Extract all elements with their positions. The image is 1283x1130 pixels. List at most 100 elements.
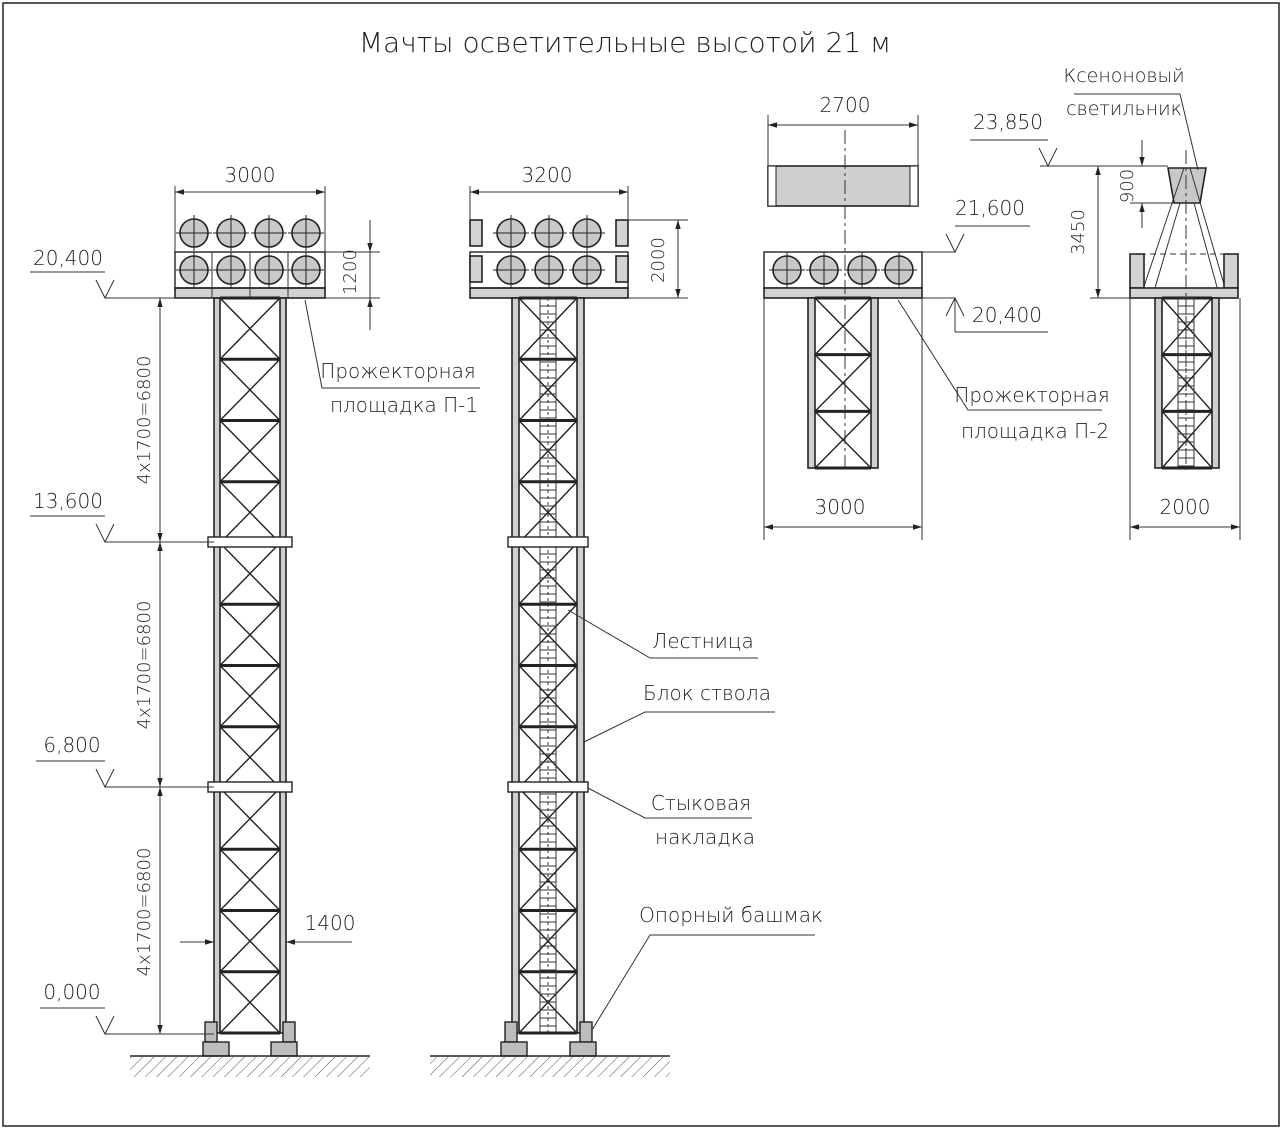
floodlight-lamps <box>769 252 917 288</box>
footing-block <box>500 1041 528 1057</box>
truss-brace <box>219 726 281 789</box>
truss-brace <box>219 297 281 360</box>
xenon-light-view: 2000 900 3450 23,850 Ксеноновый светильн… <box>970 65 1241 540</box>
truss-brace <box>219 420 281 483</box>
truss-brace <box>1161 297 1213 356</box>
truss-brace <box>518 787 578 850</box>
dim-trunk-width: 2000 <box>1160 495 1211 519</box>
dim-platform-width: 3000 <box>225 163 276 187</box>
truss-brace <box>219 542 281 605</box>
callout-xenon-line1: Ксеноновый <box>1063 65 1184 87</box>
support-shoe <box>504 1021 518 1043</box>
dim-lamp-height: 900 <box>1117 169 1138 203</box>
callout-platform-p1-line2: площадка П-1 <box>330 393 478 417</box>
elevation-0: 0,000 <box>40 980 214 1036</box>
truss-brace <box>219 787 281 850</box>
svg-text:20,400: 20,400 <box>33 246 103 270</box>
callout-ladder: Лестница <box>652 629 753 653</box>
mast-leg-left <box>213 297 221 1034</box>
footing-block <box>202 1041 230 1057</box>
truss-brace <box>518 542 578 605</box>
elevation-23850: 23,850 <box>970 110 1058 168</box>
floodlight-lamps <box>176 215 324 288</box>
mast-lattice <box>814 296 872 470</box>
floodlight-platform-p1 <box>174 215 326 299</box>
dim-lamp-total-height: 3450 <box>1068 209 1089 255</box>
platform-screen <box>767 165 919 207</box>
mast-leg-right <box>279 297 287 1034</box>
truss-brace <box>518 420 578 483</box>
dim-screen-width: 2700 <box>820 93 871 117</box>
elevation-6800: 6,800 <box>36 733 214 789</box>
truss-brace <box>219 481 281 544</box>
dim-segment-3: 4x1700=6800 <box>134 848 155 977</box>
mast-leg-right <box>576 297 585 1034</box>
ground-hatch <box>130 1057 370 1077</box>
support-shoe <box>204 1021 218 1043</box>
truss-brace <box>814 297 872 356</box>
floodlight-lamps <box>493 215 605 288</box>
support-shoe <box>282 1021 296 1043</box>
joint-plate <box>207 781 293 793</box>
mast-2-dimensions: 3200 2000 Лестница Блок ствола Стыковая … <box>469 163 823 1031</box>
elevation-13600: 13,600 <box>30 489 214 544</box>
floodlight-platform-front <box>469 215 629 299</box>
svg-text:20,400: 20,400 <box>972 303 1042 327</box>
truss-brace <box>1161 410 1213 469</box>
truss-brace <box>219 848 281 911</box>
callout-joint-plate-line1: Стыковая <box>651 791 751 815</box>
dim-segment-2: 4x1700=6800 <box>134 601 155 730</box>
elevation-21600: 21,600 <box>922 196 1030 254</box>
mast-1 <box>130 215 370 1077</box>
mast-leg-left <box>511 297 520 1034</box>
ladder <box>539 297 557 1033</box>
svg-text:21,600: 21,600 <box>955 196 1025 220</box>
dim-trunk-width: 1400 <box>305 911 356 935</box>
mast-2 <box>430 215 670 1077</box>
elevation-20400-p2: 20,400 <box>922 296 1048 333</box>
truss-brace <box>518 848 578 911</box>
truss-brace <box>219 910 281 973</box>
dim-platform-height: 2000 <box>648 237 669 283</box>
truss-brace <box>219 971 281 1034</box>
truss-brace <box>518 726 578 789</box>
platform-p2-view: 2700 3000 21,600 20,400 Прожекторная пло… <box>763 93 1110 540</box>
mast-1-dimensions: 3000 1200 20,400 13,600 6,800 <box>30 163 480 1036</box>
ground-hatch <box>430 1057 670 1077</box>
footing-block <box>270 1041 298 1057</box>
callout-platform-p1-line1: Прожекторная <box>320 359 475 383</box>
truss-brace <box>219 665 281 728</box>
truss-brace <box>814 410 872 469</box>
svg-text:13,600: 13,600 <box>33 489 103 513</box>
svg-text:6,800: 6,800 <box>43 733 100 757</box>
dim-platform-width: 3200 <box>522 163 573 187</box>
mast-leg-left <box>807 297 816 469</box>
truss-brace <box>814 354 872 412</box>
footing-block <box>569 1041 597 1057</box>
truss-brace <box>1161 354 1213 412</box>
dim-platform-height: 1200 <box>340 249 361 295</box>
truss-brace <box>518 481 578 544</box>
mast-leg-right <box>870 297 879 469</box>
callout-platform-p2-line1: Прожекторная <box>954 383 1109 407</box>
mast-lattice <box>219 296 281 1035</box>
dim-platform-width: 3000 <box>815 495 866 519</box>
joint-plate <box>507 781 589 793</box>
truss-brace <box>219 603 281 666</box>
svg-text:0,000: 0,000 <box>43 980 100 1004</box>
callout-support-shoe: Опорный башмак <box>639 903 823 927</box>
truss-brace <box>219 358 281 421</box>
callout-trunk-block: Блок ствола <box>643 681 771 705</box>
callout-platform-p2-line2: площадка П-2 <box>961 419 1109 443</box>
callout-joint-plate-line2: накладка <box>655 825 755 849</box>
joint-plate <box>207 536 293 548</box>
mast-leg-left <box>1154 297 1163 469</box>
joint-plate <box>507 536 589 548</box>
support-shoe <box>579 1021 593 1043</box>
drawing-title: Мачты осветительные высотой 21 м <box>359 26 891 59</box>
svg-text:23,850: 23,850 <box>973 110 1043 134</box>
dim-segment-1: 4x1700=6800 <box>134 356 155 485</box>
mast-leg-right <box>1211 297 1220 469</box>
